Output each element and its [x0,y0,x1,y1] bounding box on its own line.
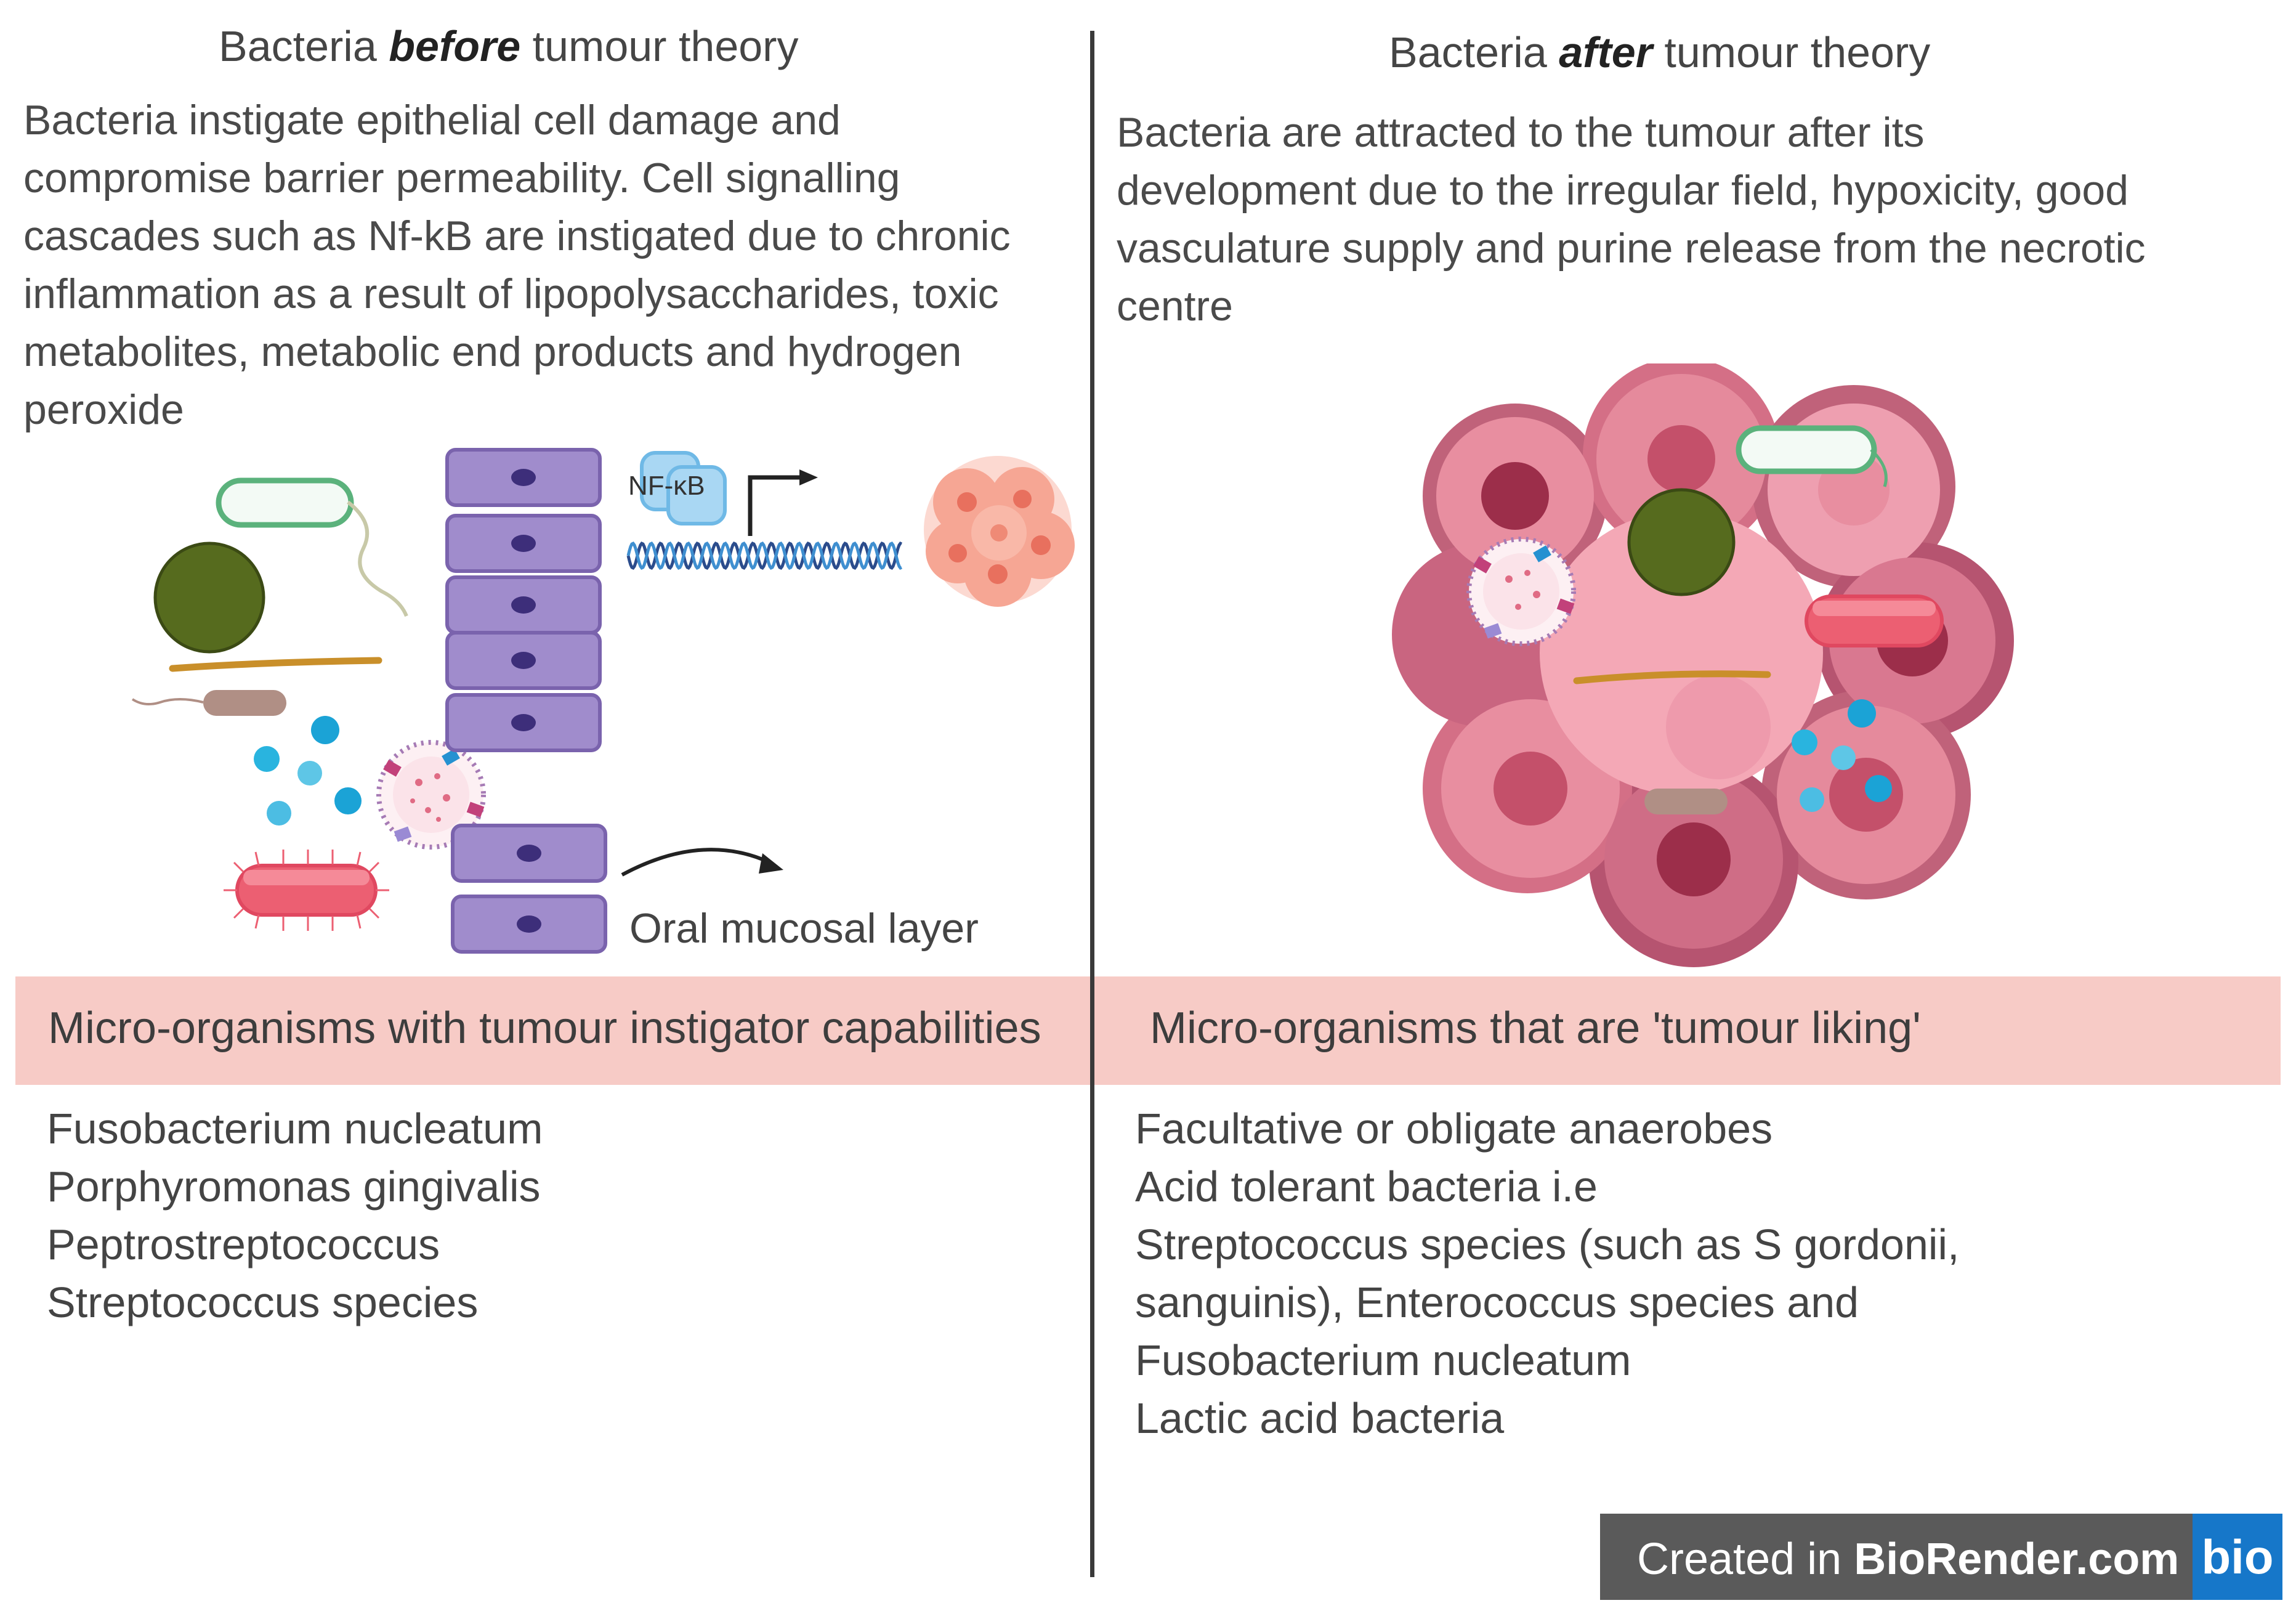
list-item: Facultative or obligate anaerobes [1135,1105,1773,1153]
right-organism-list: Facultative or obligate anaerobes Acid t… [1135,1100,1959,1447]
left-description-line: Bacteria instigate epithelial cell damag… [23,97,841,144]
left-heading-pre: Bacteria [219,22,389,70]
list-item: Lactic acid bacteria [1135,1394,1505,1442]
right-description-line: vasculature supply and purine release fr… [1117,225,2146,272]
blue-molecules [1792,699,1892,812]
left-organism-list: Fusobacterium nucleatum Porphyromonas gi… [47,1100,543,1331]
biorender-logo: bio [2193,1514,2282,1600]
right-heading-pre: Bacteria [1389,28,1559,76]
badge-brand: BioRender.com [1854,1535,2180,1584]
left-illustration: NF-κB Oral mucosal layer [131,448,1075,954]
right-illustration [1392,363,2014,967]
nfkb-complex: NF-κB [628,451,727,526]
list-item: Fusobacterium nucleatum [47,1105,543,1153]
list-item: Streptococcus species [47,1278,479,1326]
list-item: Peptrostreptococcus [47,1220,440,1268]
rod-bacterium-green [216,477,408,617]
right-description-line: centre [1117,283,1233,330]
left-description-line: compromise barrier permeability. Cell si… [23,155,900,201]
left-description-line: metabolites, metabolic end products and … [23,328,962,375]
transcription-arrowhead [799,469,818,485]
center-divider [1090,31,1094,1577]
red-rod-bacterium [224,850,389,931]
fusobacterium-rod [169,657,382,672]
left-heading: Bacteria before tumour theory [219,22,799,71]
virus-particle [376,740,486,850]
tumour-mass [1392,363,2014,967]
fusobacterium-rod [1573,670,1771,684]
list-item: Fusobacterium nucleatum [1135,1336,1631,1384]
transcription-arrow [748,475,799,536]
list-item: sanguinis), Enterococcus species and [1135,1278,1859,1326]
coccus-green [1627,488,1736,596]
epithelial-column [445,448,607,954]
brown-rod-bacterium [131,690,286,716]
left-category-label: Micro-organisms with tumour instigator c… [48,1004,1041,1053]
curved-arrow [621,848,771,877]
left-heading-emphasis: before [389,22,521,70]
left-description: Bacteria instigate epithelial cell damag… [23,91,1011,439]
left-category-band [15,976,1090,1085]
right-category-label: Micro-organisms that are 'tumour liking' [1150,1004,1921,1053]
dna-helix [626,542,903,570]
virus-particle [1466,537,1576,646]
right-description: Bacteria are attracted to the tumour aft… [1117,103,2146,335]
cell-nuclei [511,469,541,933]
oral-mucosal-layer-label: Oral mucosal layer [629,905,979,952]
red-rod-bacterium [1805,594,1944,647]
left-description-line: inflammation as a result of lipopolysacc… [23,270,999,317]
biorender-badge[interactable] [1600,1514,2282,1600]
rod-bacterium-green [1736,425,1888,487]
biorender-badge-text: Created in BioRender.com [1637,1534,2179,1585]
right-heading-post: tumour theory [1652,28,1931,76]
left-heading-post: tumour theory [520,22,799,70]
right-category-band [1094,976,2281,1085]
left-description-line: peroxide [23,386,184,433]
blue-molecules [254,716,362,826]
right-heading: Bacteria after tumour theory [1389,28,1930,77]
list-item: Acid tolerant bacteria i.e [1135,1163,1598,1211]
nfkb-label: NF-κB [628,471,705,501]
badge-prefix: Created in [1637,1535,1854,1584]
curved-arrowhead [759,853,783,874]
right-description-line: Bacteria are attracted to the tumour aft… [1117,109,1925,156]
right-description-line: development due to the irregular field, … [1117,167,2129,214]
list-item: Streptococcus species (such as S gordoni… [1135,1220,1960,1268]
coccus-green [153,542,265,654]
left-description-line: cascades such as Nf-kB are instigated du… [23,213,1011,259]
tumour-cell-cluster [924,456,1075,607]
brown-rod-bacterium [1644,789,1728,814]
right-heading-emphasis: after [1559,28,1652,76]
list-item: Porphyromonas gingivalis [47,1163,541,1211]
